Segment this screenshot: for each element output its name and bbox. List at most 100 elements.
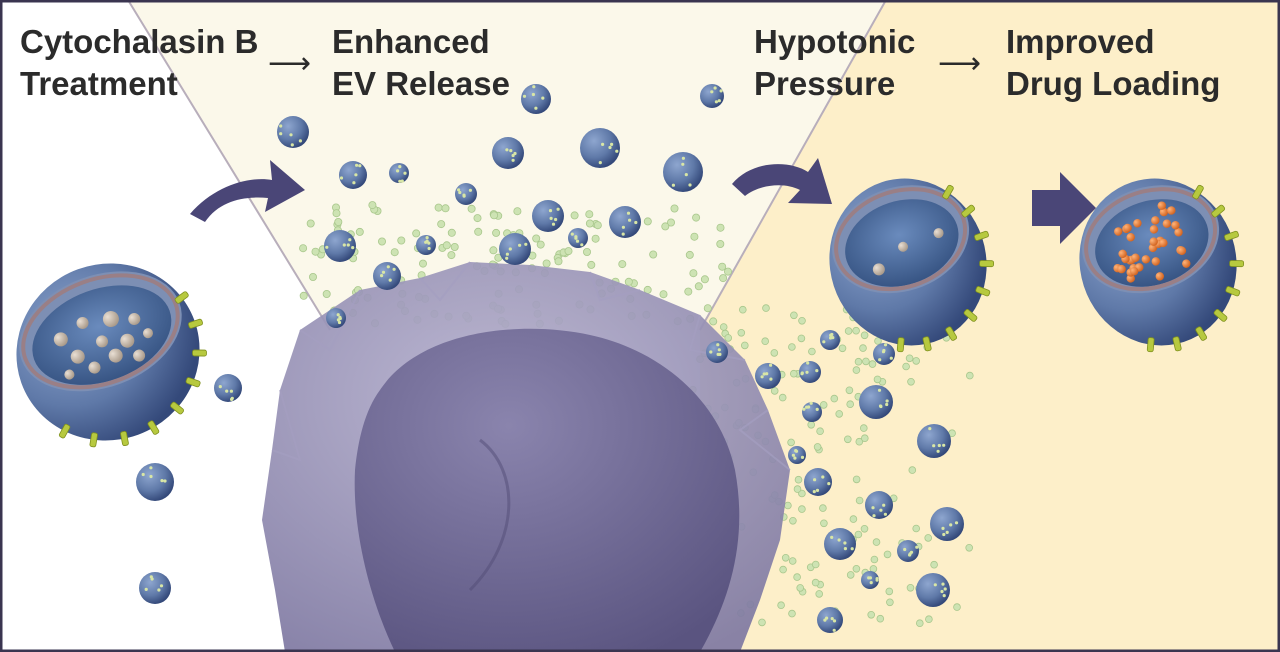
surface-protein	[979, 260, 995, 268]
small-particle	[441, 204, 450, 213]
small-particle	[718, 262, 727, 271]
label-enhanced: Enhanced	[332, 23, 490, 60]
vesicle-icon-native	[16, 263, 200, 441]
small-particle	[670, 204, 679, 213]
vesicle-icon	[755, 363, 781, 389]
small-particle	[689, 269, 698, 278]
drug-molecule	[1177, 246, 1187, 255]
curved-arrow-icon	[190, 160, 305, 222]
vesicle-icon-hypotonic	[829, 178, 987, 346]
native-cargo	[96, 335, 109, 348]
small-particle	[643, 217, 652, 226]
surface-protein	[1229, 260, 1245, 268]
small-particle	[737, 328, 746, 337]
small-particle	[532, 234, 541, 243]
native-cargo	[64, 369, 75, 380]
small-particle	[846, 400, 854, 409]
vesicle-icon	[804, 468, 832, 496]
small-particle	[583, 247, 592, 256]
small-particle	[876, 614, 885, 623]
small-particle	[807, 420, 815, 429]
small-particle	[798, 489, 806, 498]
small-particle	[659, 290, 668, 299]
vesicle-icon	[820, 330, 840, 350]
small-particle	[885, 587, 894, 596]
vesicle-icon	[916, 573, 950, 607]
small-particle	[883, 550, 892, 559]
small-particle	[793, 485, 802, 493]
vesicle-icon	[214, 374, 242, 402]
small-particle	[819, 401, 828, 409]
surface-protein	[185, 377, 201, 388]
surface-protein	[89, 432, 98, 448]
small-particle	[724, 334, 732, 342]
small-particle	[618, 260, 627, 269]
small-particle	[797, 334, 806, 343]
small-particle	[930, 560, 938, 569]
vesicle-icon	[788, 446, 806, 464]
small-particle	[852, 326, 860, 335]
small-particle	[873, 375, 882, 384]
vesicle-icon	[861, 571, 879, 589]
native-cargo	[88, 361, 101, 374]
vesicle-icon	[609, 206, 641, 238]
vesicle-icon	[706, 341, 728, 363]
small-particle	[554, 257, 563, 266]
drug-molecule	[1131, 253, 1140, 262]
vesicle-icon	[865, 491, 893, 519]
vesicle-icon	[339, 161, 367, 189]
vesicle-icon	[389, 163, 409, 183]
surface-protein	[170, 401, 185, 415]
small-particle	[624, 277, 633, 286]
vesicle-icon	[917, 424, 951, 458]
vesicle-icon	[802, 401, 822, 422]
surface-protein	[147, 420, 160, 435]
small-particle	[489, 246, 498, 255]
drug-molecule	[1149, 237, 1158, 246]
vesicle-icon	[324, 230, 356, 262]
drug-molecule	[1174, 228, 1183, 237]
small-particle	[716, 223, 725, 232]
vesicle-icon	[930, 507, 964, 541]
small-particle	[490, 211, 499, 220]
small-particle	[835, 410, 843, 418]
small-particle	[796, 584, 804, 592]
drug-molecule	[1126, 274, 1135, 283]
small-particle	[447, 251, 456, 260]
surface-protein	[120, 431, 129, 446]
vesicle-icon	[455, 183, 477, 205]
small-particle	[924, 534, 932, 542]
small-particle	[820, 519, 828, 528]
drug-molecule	[1126, 233, 1135, 242]
small-particle	[536, 240, 545, 249]
small-particle	[442, 241, 451, 250]
small-particle	[779, 565, 787, 574]
small-particle	[854, 530, 863, 539]
small-particle	[860, 524, 869, 533]
small-particle	[846, 571, 855, 579]
small-particle	[390, 248, 399, 257]
vesicle-icon	[136, 463, 174, 501]
drug-molecule	[1159, 238, 1168, 248]
small-particle	[447, 228, 456, 237]
small-particle	[334, 217, 343, 226]
vesicle-icon	[521, 84, 551, 114]
small-particle	[852, 366, 861, 374]
small-particle	[906, 583, 915, 592]
small-particle	[788, 557, 797, 565]
drug-molecule	[1118, 249, 1127, 259]
surface-protein	[1146, 337, 1155, 353]
small-particle	[709, 317, 718, 326]
small-particle	[811, 560, 820, 569]
small-particle	[564, 247, 573, 256]
small-particle	[813, 443, 822, 451]
small-particle	[703, 304, 712, 313]
small-particle	[412, 229, 421, 238]
small-particle	[925, 615, 933, 623]
small-particle	[591, 234, 600, 243]
drug-molecule	[1117, 264, 1126, 274]
native-cargo	[142, 328, 153, 339]
small-particle	[684, 287, 693, 296]
small-particle	[902, 362, 910, 371]
